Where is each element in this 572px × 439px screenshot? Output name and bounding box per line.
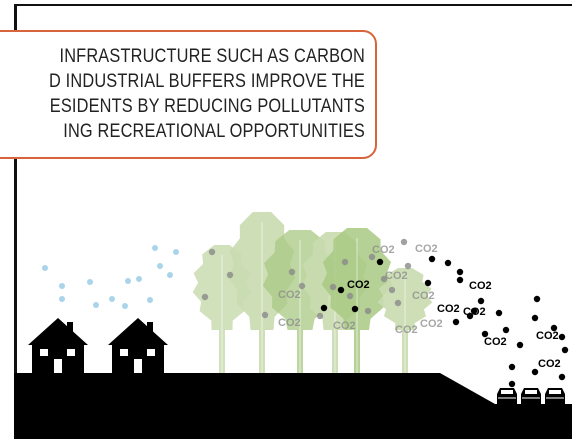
air-particle [167,272,173,278]
co2-dot-free [502,326,510,334]
co2-dot-free [481,330,489,338]
co2-dots [201,238,569,388]
callout-box: INFRASTRUCTURE SUCH AS CARBON D INDUSTRI… [0,30,377,159]
co2-dot-free [456,276,464,284]
air-particle [93,302,99,308]
co2-label: CO2 [278,289,301,301]
co2-label: CO2 [333,320,356,332]
car-icon [545,388,565,406]
air-particle [59,296,65,302]
co2-dot-free [495,309,503,317]
co2-dot-free [466,312,474,320]
co2-dot-free [376,258,384,266]
co2-dot-absorbed [394,299,402,307]
co2-dot-absorbed [380,275,388,283]
co2-dot-absorbed [201,293,209,301]
co2-dot-free [477,297,485,305]
co2-label: CO2 [347,279,370,291]
callout-line-2: D INDUSTRIAL BUFFERS IMPROVE THE [48,71,366,92]
co2-label: CO2 [395,324,418,336]
co2-dot-free [424,279,432,287]
co2-dot-free [444,259,452,267]
tree-icon [321,228,393,373]
car-icon [521,388,541,406]
co2-dot-absorbed [364,307,372,315]
co2-dot-free [558,373,566,381]
co2-label: CO2 [415,243,438,255]
air-particle [173,249,179,255]
co2-label: CO2 [538,358,561,370]
co2-dot-free [531,314,539,322]
car-icon [497,388,517,406]
co2-dot-free [351,305,359,313]
co2-dot-free [320,304,328,312]
co2-dot-absorbed [208,248,216,256]
co2-dot-free [550,324,558,332]
co2-dot-free [508,363,516,371]
co2-label: CO2 [278,317,301,329]
ground [14,373,572,439]
co2-dot-absorbed [400,238,408,246]
cars [497,388,565,406]
co2-dot-free [456,268,464,276]
air-particle [125,278,131,284]
frame-border-top [14,4,572,6]
callout-line-1: INFRASTRUCTURE SUCH AS CARBON [59,46,365,67]
co2-dot-free [531,368,539,376]
co2-label: CO2 [437,303,460,315]
co2-dot-absorbed [226,271,234,279]
co2-dot-absorbed [329,283,337,291]
co2-label: CO2 [420,318,443,330]
air-particle [59,283,65,289]
air-particle [157,263,163,269]
air-particle [122,303,128,309]
tree-icon [377,268,433,373]
co2-dot-free [508,380,516,388]
co2-dot-free [516,341,524,349]
co2-dot-free [533,295,541,303]
co2-label: CO2 [372,244,395,256]
air-particle [147,297,153,303]
co2-dot-free [337,286,345,294]
air-particle [109,296,115,302]
co2-dot-free [558,333,566,341]
house-icon [108,318,168,374]
co2-label: CO2 [412,290,435,302]
callout-line-4: ING RECREATIONAL OPPORTUNITIES [63,121,365,142]
co2-dot-absorbed [298,282,306,290]
co2-dot-free [428,255,436,263]
co2-label: CO2 [385,270,408,282]
air-particle [136,276,142,282]
co2-dot-free [470,307,478,315]
co2-dot-absorbed [341,258,349,266]
co2-dot-absorbed [316,312,324,320]
co2-label: CO2 [463,306,486,318]
co2-label: CO2 [484,336,507,348]
air-particle [87,279,93,285]
house-icon [28,318,88,374]
air-particles [42,245,179,309]
co2-dot-absorbed [368,253,376,261]
air-particle [42,265,48,271]
co2-label: CO2 [536,330,559,342]
co2-dot-absorbed [404,262,412,270]
co2-dot-absorbed [346,292,354,300]
co2-dot-free [452,318,460,326]
co2-label: CO2 [469,280,492,292]
co2-dot-absorbed [388,286,396,294]
air-particle [152,245,158,251]
tree-buffer [192,212,433,373]
co2-dot-absorbed [261,311,269,319]
co2-dot-free [561,346,569,354]
callout-line-3: ESIDENTS BY REDUCING POLLUTANTS [49,96,366,117]
co2-dot-absorbed [288,268,296,276]
frame-border-left [14,4,17,439]
